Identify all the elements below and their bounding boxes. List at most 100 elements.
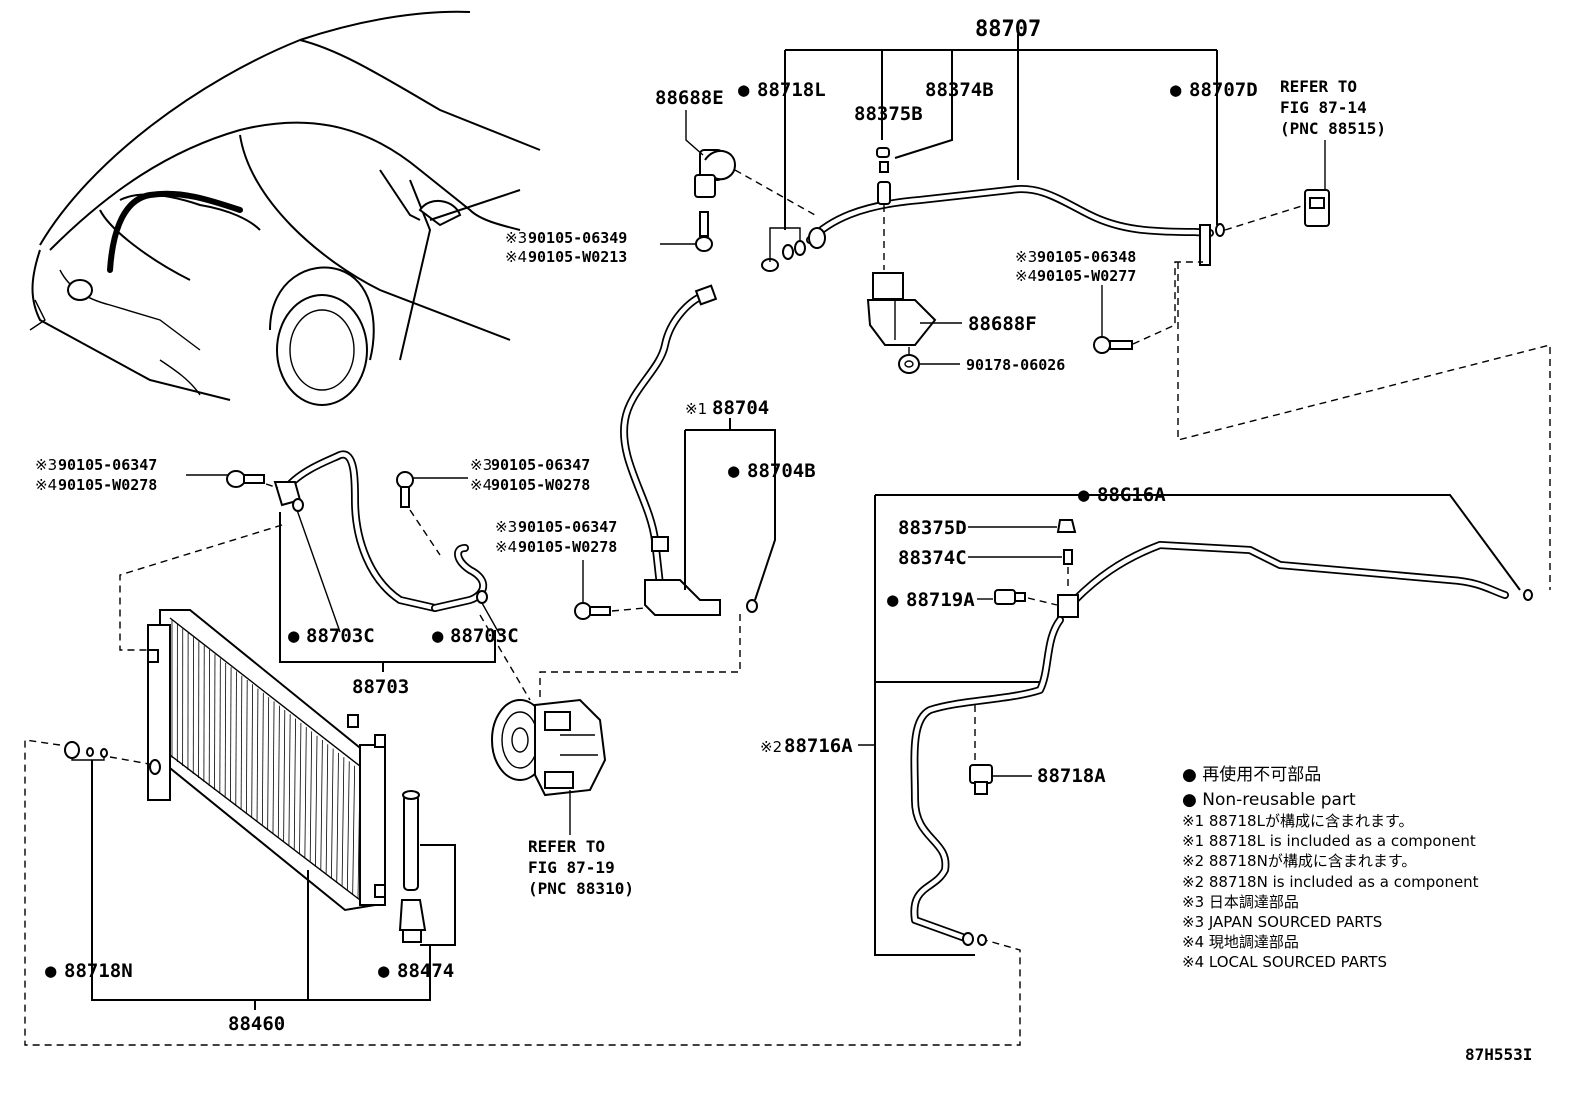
condenser-fin	[352, 765, 356, 895]
label-88707D: 88707D	[1189, 79, 1258, 101]
condenser-88460-icon	[147, 609, 386, 912]
condenser-fin	[246, 679, 248, 815]
legend-line-4: ※1 88718L is included as a component	[1182, 832, 1476, 850]
condenser-fin	[219, 658, 221, 795]
cap-88375D-icon	[1056, 519, 1077, 533]
label-88718N: 88718N	[64, 960, 133, 982]
bolt-icon	[574, 602, 611, 620]
label-88718L: 88718L	[757, 79, 826, 101]
oring-set-88718L-icon	[761, 240, 806, 272]
note2-mark: ※2	[760, 738, 782, 756]
nonreusable-mark: ●	[728, 460, 740, 482]
bolt-icon	[1093, 336, 1133, 354]
nonreusable-mark: ●	[887, 589, 899, 611]
bolt-a-local: 90105-W0213	[528, 248, 627, 266]
condenser-fin	[283, 709, 286, 843]
bracket-88688F-icon	[866, 272, 937, 346]
label-88374B: 88374B	[925, 79, 994, 101]
condenser-fin	[288, 714, 291, 847]
ref-top-line3: (PNC 88515)	[1280, 119, 1386, 138]
label-88375B: 88375B	[854, 103, 923, 125]
condenser-fin	[251, 684, 253, 819]
legend-line-9: ※4 現地調達部品	[1182, 933, 1299, 951]
label-88688E: 88688E	[655, 87, 724, 109]
label-88703C-b: 88703C	[450, 625, 519, 647]
label-88703C-a: 88703C	[306, 625, 375, 647]
pipe-88G16A	[874, 494, 1533, 956]
condenser-fin	[261, 692, 264, 827]
condenser-fin	[299, 722, 302, 855]
condenser-fin	[346, 761, 350, 891]
part-labels: 88707 88688E ● 88718L 88374B 88375B ● 88…	[35, 17, 1532, 1064]
note4-mark: ※4	[505, 248, 527, 266]
note1-mark: ※1	[685, 400, 707, 418]
condenser-fin	[309, 731, 313, 863]
label-88719A: 88719A	[906, 589, 975, 611]
cap-88375B-icon	[876, 147, 890, 158]
valve-88718A-icon	[969, 764, 993, 795]
bolt-d-japan: 90105-06347	[491, 456, 590, 474]
note4-mark: ※4	[35, 476, 57, 494]
label-88G16A: 88G16A	[1097, 484, 1166, 506]
note3-mark: ※3	[505, 229, 527, 247]
condenser-fin	[304, 727, 307, 859]
nonreusable-mark: ●	[288, 625, 300, 647]
hose-88704	[539, 284, 776, 700]
condenser-fin	[277, 705, 280, 839]
condenser-fin	[224, 662, 227, 799]
condenser-fin	[240, 675, 243, 811]
bolt-icon	[695, 211, 713, 252]
condenser-fin	[320, 739, 323, 871]
legend-line-1: ● 再使用不可部品	[1182, 764, 1321, 785]
condenser-fin	[341, 757, 345, 887]
legend-line-2: ● Non-reusable part	[1182, 790, 1356, 810]
condenser-fin	[267, 697, 270, 831]
bolt-d-local: 90105-W0278	[491, 476, 590, 494]
switch-88719A-icon	[994, 589, 1026, 605]
legend-line-10: ※4 LOCAL SOURCED PARTS	[1182, 953, 1387, 971]
legend-line-5: ※2 88718Nが構成に含まれます。	[1182, 852, 1416, 870]
label-88718A: 88718A	[1037, 765, 1106, 787]
ref-comp-line1: REFER TO	[528, 837, 605, 856]
legend-line-7: ※3 日本調達部品	[1182, 893, 1299, 911]
condenser-fin	[315, 735, 318, 867]
label-88704: 88704	[712, 397, 769, 419]
ref-top-line2: FIG 87-14	[1280, 98, 1367, 117]
oring-set-88718N-icon	[64, 741, 108, 759]
bolt-e-local: 90105-W0278	[518, 538, 617, 556]
nonreusable-mark: ●	[1078, 484, 1090, 506]
receiver-88474-icon	[398, 790, 427, 943]
label-88716A: 88716A	[784, 735, 853, 757]
pipe-88716A	[858, 616, 1064, 946]
note3-mark: ※3	[470, 456, 492, 474]
label-88374C: 88374C	[898, 547, 967, 569]
vehicle-illustration	[29, 10, 541, 406]
label-88375D: 88375D	[898, 517, 967, 539]
clip-88688E-icon	[694, 149, 737, 198]
bolt-a-japan: 90105-06349	[528, 229, 627, 247]
bolt-icon	[226, 470, 265, 488]
valve-core-88374B-icon	[879, 161, 889, 173]
condenser-fin	[235, 671, 237, 807]
label-88474: 88474	[397, 960, 454, 982]
nonreusable-mark: ●	[45, 960, 57, 982]
nut-90178-icon	[898, 354, 920, 374]
note3-mark: ※3	[495, 518, 517, 536]
condenser-fin	[336, 752, 339, 883]
note3-mark: ※3	[35, 456, 57, 474]
bolt-e-japan: 90105-06347	[518, 518, 617, 536]
condenser-fin	[230, 667, 232, 803]
note4-mark: ※4	[495, 538, 517, 556]
bolt-icon	[396, 471, 414, 508]
legend-line-8: ※3 JAPAN SOURCED PARTS	[1182, 913, 1382, 931]
block-88515-icon	[1304, 189, 1330, 227]
valve-core-88374C-icon	[1063, 549, 1073, 565]
bolt-c-local: 90105-W0278	[58, 476, 157, 494]
condenser-fin	[325, 744, 329, 875]
nonreusable-mark: ●	[432, 625, 444, 647]
label-90178-06026: 90178-06026	[966, 356, 1065, 374]
hose-88703	[119, 450, 531, 701]
label-88688F: 88688F	[968, 313, 1037, 335]
